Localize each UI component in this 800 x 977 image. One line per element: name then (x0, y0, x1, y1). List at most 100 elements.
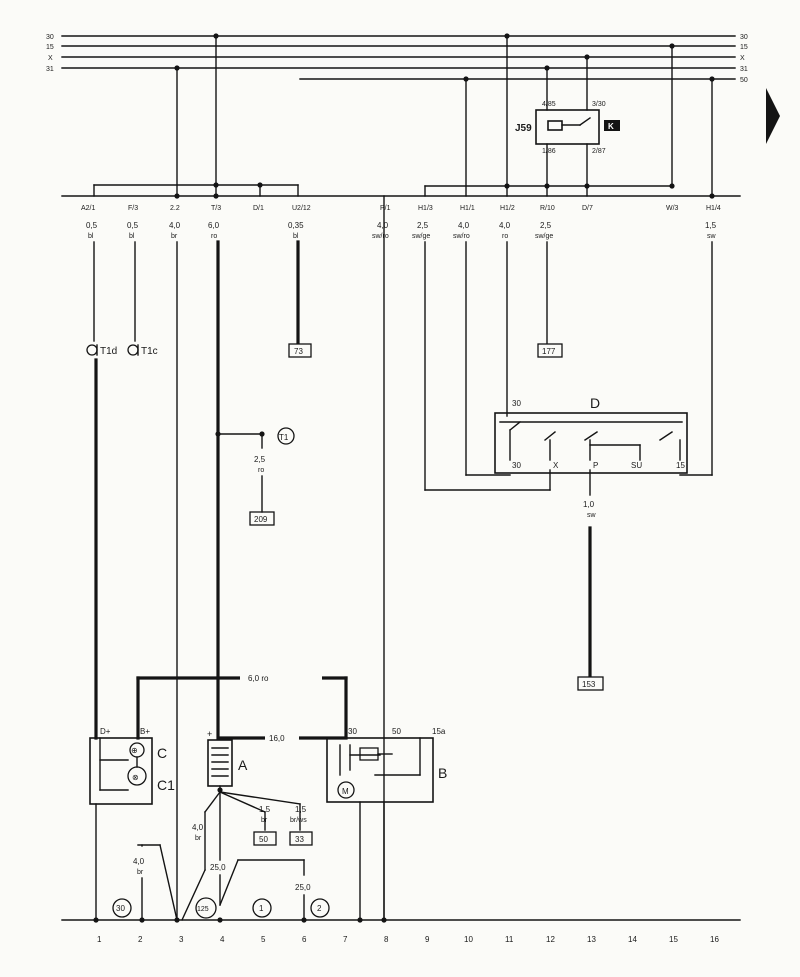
connector-labels: A2/1 F/3 2.2 T/3 D/1 U2/12 P/1 H1/3 H1/1… (81, 205, 721, 212)
track-number: 16 (710, 935, 719, 944)
ref-box-177: 177 (537, 343, 563, 358)
top-loop-wire: 6,0 ro (136, 671, 348, 740)
battery-branch-labels: 1,5 br 1,5 br/ws (259, 805, 307, 824)
wire-color: sw/ge (535, 233, 553, 240)
connector-label: P/1 (380, 205, 391, 212)
bus-label-31-right: 31 (740, 66, 748, 73)
connector-label: D/7 (582, 205, 593, 212)
wire-size: 1,5 (259, 805, 271, 814)
wire-16-label: 16,0 (269, 734, 285, 743)
wire-size: 4,0 (169, 221, 181, 230)
ref-box-label: 209 (254, 515, 268, 524)
track-number: 1 (97, 935, 102, 944)
track-number: 14 (628, 935, 637, 944)
connector-label: W/3 (666, 205, 679, 212)
wire-16: 16,0 (218, 731, 348, 744)
bus-labels-left: 30 15 X 31 (46, 34, 54, 73)
ref-box-73: 73 (288, 343, 312, 358)
wire-color: sw (707, 233, 717, 240)
battery-plus: + (207, 729, 212, 739)
bus-label-x-right: X (740, 55, 745, 62)
wire-size: 4,0 (133, 857, 145, 866)
switch-pin: 30 (512, 461, 521, 470)
starter-terminal: 15a (432, 727, 446, 736)
wire-color: br (137, 869, 144, 876)
wire-size: 0,5 (86, 221, 98, 230)
wire-size: 25,0 (210, 863, 226, 872)
wire-size: 4,0 (458, 221, 470, 230)
ref-box-50: 50 (253, 831, 277, 846)
wire-size: 4,0 (499, 221, 511, 230)
track-number: 13 (587, 935, 596, 944)
wire-size: 0,5 (127, 221, 139, 230)
connector-label: T/3 (211, 205, 221, 212)
connector-label: A2/1 (81, 205, 96, 212)
bus-junctions (174, 33, 715, 82)
wire-color: sw/ge (412, 233, 430, 240)
wire-color: sw/ro (453, 233, 470, 240)
wire-size: 2,5 (417, 221, 429, 230)
connector-t1c: T1c (141, 346, 158, 357)
starter-terminal: 30 (348, 727, 357, 736)
wire-size: 0,35 (288, 221, 304, 230)
bus-label-30-left: 30 (46, 34, 54, 41)
connector-symbols: T1d T1c (86, 344, 158, 357)
connector-t1d: T1d (100, 346, 117, 357)
ignition-switch-d: D 30 30 X P SU 15 (494, 395, 688, 474)
connector-label: F/3 (128, 205, 138, 212)
bus-label-31-left: 31 (46, 66, 54, 73)
ground-point-label: T1 (279, 433, 289, 442)
wire-color: bl (129, 233, 135, 240)
wire-color: sw (587, 512, 597, 519)
alternator-rectifier-icon: ⊕ (131, 746, 138, 755)
relay-name: J59 (515, 123, 532, 134)
connector-label: R/10 (540, 205, 555, 212)
wires (93, 185, 713, 921)
bus-feeds (176, 35, 713, 197)
wire-size: 4,0 (377, 221, 389, 230)
bus-label-50-right: 50 (740, 77, 748, 84)
wire-size: 25,0 (295, 883, 311, 892)
wire-size: 1,0 (583, 500, 595, 509)
connector-label: D/1 (253, 205, 264, 212)
relay-pin-85: 4/85 (542, 101, 556, 108)
switch-pin: 15 (676, 461, 685, 470)
ref-box-153: 153 (577, 676, 604, 691)
bus-label-15-left: 15 (46, 44, 54, 51)
ground-ref-label: 2 (317, 904, 322, 913)
relay-tag: K (608, 122, 614, 131)
alternator-terminal: B+ (140, 727, 150, 736)
connector-label: U2/12 (292, 205, 311, 212)
wire-color: ro (258, 467, 264, 474)
wire-color: bl (88, 233, 94, 240)
starter-motor-icon: M (342, 787, 349, 796)
track-number: 3 (179, 935, 184, 944)
wire-size: 1,5 (295, 805, 307, 814)
wire-color: br (195, 835, 202, 842)
switch-pin: SU (631, 461, 642, 470)
alternator-name: C (157, 745, 167, 761)
wire-color: ro (502, 233, 508, 240)
bottom-wires (95, 801, 385, 921)
connector-label: H1/2 (500, 205, 515, 212)
wire-color: ro (211, 233, 217, 240)
track-number: 9 (425, 935, 430, 944)
track-number: 2 (138, 935, 143, 944)
track-number: 8 (384, 935, 389, 944)
wire-color: br (171, 233, 178, 240)
connector-label: H1/4 (706, 205, 721, 212)
connector-bar (61, 182, 741, 199)
wire-color: bl (293, 233, 299, 240)
relay-pin-87: 2/87 (592, 148, 606, 155)
wire-color: br (261, 817, 268, 824)
ref-box-label: 177 (542, 347, 556, 356)
wire-size: 2,5 (540, 221, 552, 230)
bus-label-x-left: X (48, 55, 53, 62)
branch-209: T1 2,5 ro 209 (215, 427, 295, 526)
ref-box-33: 33 (289, 831, 313, 846)
alternator-c: ⊕ ⊗ C C1 D+ B+ (89, 727, 175, 805)
wire-color: br/ws (290, 817, 307, 824)
track-number: 6 (302, 935, 307, 944)
bus-label-15-right: 15 (740, 44, 748, 51)
alternator-terminal: D+ (100, 727, 111, 736)
